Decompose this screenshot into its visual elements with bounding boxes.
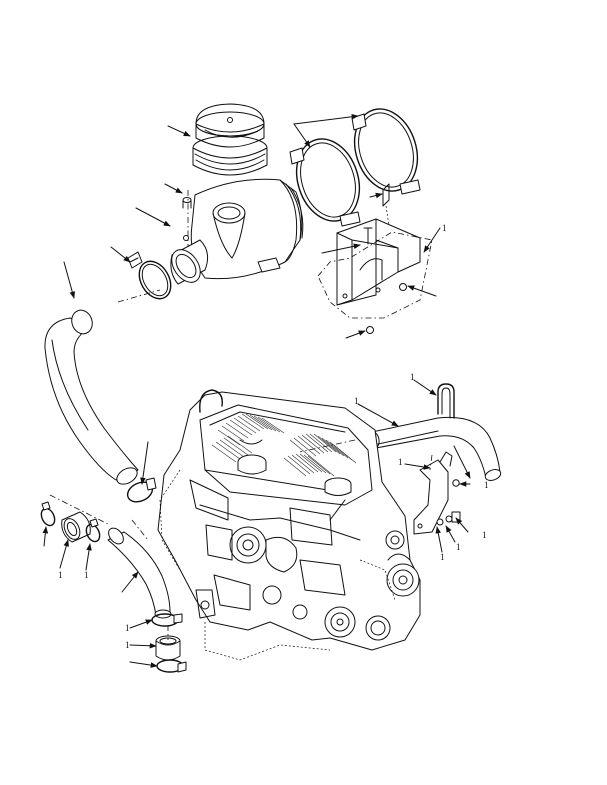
callout-label: 1 [410,372,415,382]
valve-cover-ribs-left [211,413,285,463]
hose-clamp-lower-2 [156,659,187,673]
mounting-band-left [289,138,361,227]
assembly-center-lines [49,190,433,640]
callout-label: 1 [456,542,461,552]
tube-bracket-nuts [436,479,461,526]
support-bracket [317,218,433,319]
callout-label: 1 [484,480,489,490]
callout-label: 1 [84,570,89,580]
tube-support-bracket [413,451,453,535]
mounting-band-right [351,108,421,195]
hose-clamp-middle [126,477,157,503]
valve-cover-ribs-right [283,433,357,477]
callout-label: 1 [125,640,130,650]
air-cleaner-housing [170,178,304,285]
rubber-coupler [61,511,91,543]
engine-pulleys [324,530,420,641]
coupler-hose-lower [155,635,181,661]
callout-labels: 1 1 1 1 1 1 1 1 1 1 1 1 [58,223,489,650]
callout-label: 1 [440,552,445,562]
callout-label: 1 [482,530,487,540]
hose-clamp-upper [127,251,172,300]
bracket-nut [366,283,407,334]
callout-leaders [42,114,471,668]
diesel-engine [157,389,421,661]
callout-label: 1 [442,223,447,233]
u-bolt [437,383,455,419]
callout-label: 1 [58,570,63,580]
hose-clamp-small-right [85,518,101,543]
callout-label: 1 [398,457,403,467]
callout-label: 1 [354,396,359,406]
callout-label: 1 [125,623,130,633]
intake-elbow-hose [44,309,139,485]
hose-clamp-small-left [40,501,56,527]
turbocharger [229,526,298,573]
air-cleaner-cover [192,103,268,176]
